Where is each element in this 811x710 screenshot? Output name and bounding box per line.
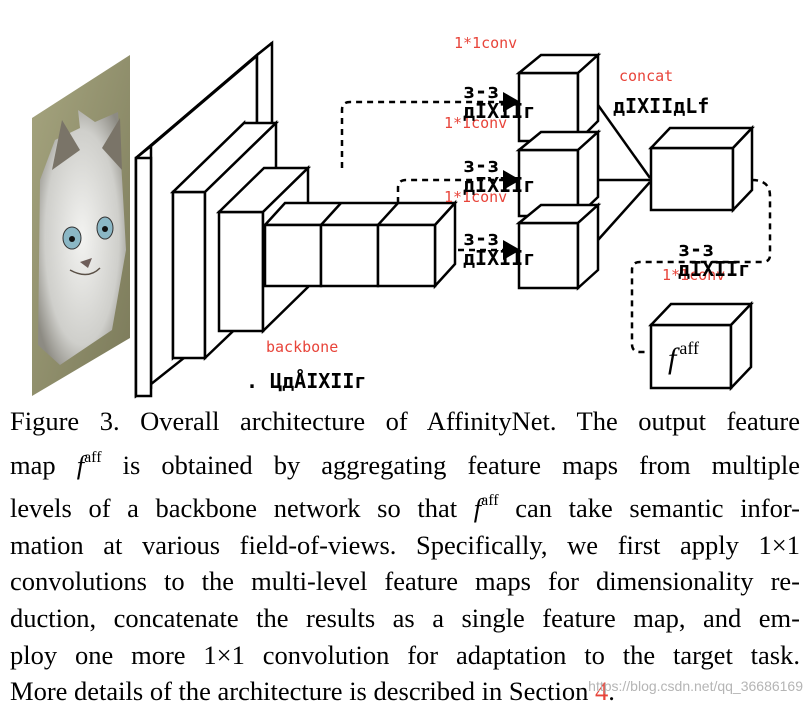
conv-block-low <box>515 202 602 291</box>
figure-caption: Figure 3. Overall architecture of Affini… <box>10 403 800 710</box>
garbled-label-concat: дIXIIдLf <box>613 94 709 118</box>
caption-line-1: Figure 3. Overall architecture of Affini… <box>10 406 800 436</box>
caption-line-8: More details of the architecture is desc… <box>10 673 800 710</box>
faff-symbol: f <box>473 493 482 524</box>
conv-label-out: 1*1conv <box>662 266 725 284</box>
conv-block-top <box>515 52 602 145</box>
caption-line-7: ploy one more 1×1 convolution for adapta… <box>10 639 800 670</box>
concat-block <box>648 124 755 214</box>
caption-text: levels of a backbone network so that <box>10 493 474 524</box>
conv-label-low: 1*1conv <box>444 188 507 206</box>
faff-superscript: aff <box>481 492 499 510</box>
watermark: https://blog.csdn.net/qq_36686169 <box>588 678 803 694</box>
caption-text: map <box>10 449 77 480</box>
caption-line-6: duction, concatenate the results as a si… <box>10 602 800 633</box>
garbled-label-backbone: . ЦдÅIXIIг <box>246 369 366 393</box>
faff-symbol: f <box>76 449 85 480</box>
concat-lines <box>596 104 652 241</box>
backbone-label: backbone <box>266 338 338 356</box>
caption-line-3: levels of a backbone network so that faf… <box>10 483 800 527</box>
caption-line-2: map faff is obtained by aggregating feat… <box>10 440 800 484</box>
faff-superscript: aff <box>84 448 102 466</box>
concat-label: concat <box>619 67 673 85</box>
caption-text: . <box>608 676 615 707</box>
input-cat-image <box>32 55 130 396</box>
section-ref-link[interactable]: 4 <box>595 676 609 707</box>
caption-line-4: mation at various field-of-views. Specif… <box>10 529 800 560</box>
caption-text: is obtained by aggregating feature maps … <box>101 449 800 480</box>
conv-label-mid: 1*1conv <box>444 114 507 132</box>
backbone-stage-4 <box>262 199 458 290</box>
caption-text: can take semantic infor- <box>498 493 800 524</box>
caption-text: More details of the architecture is desc… <box>10 676 596 707</box>
skip-connections <box>340 92 772 354</box>
conv-label-top: 1*1conv <box>454 34 517 52</box>
caption-line-5: convolutions to the multi-level feature … <box>10 566 800 597</box>
output-feature-block <box>648 300 754 392</box>
